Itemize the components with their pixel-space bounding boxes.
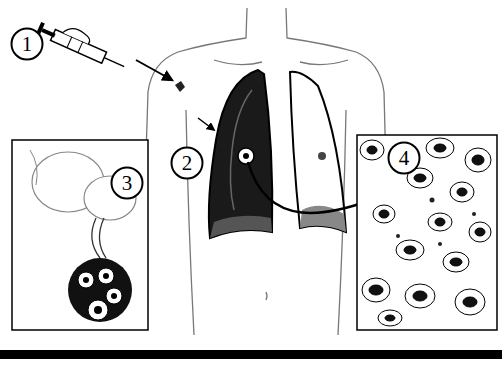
callout-circle: 3 bbox=[110, 166, 144, 200]
tumor bbox=[318, 152, 326, 160]
lung-left bbox=[290, 72, 346, 232]
callout-circle: 1 bbox=[10, 27, 44, 61]
injection-arrow bbox=[136, 60, 172, 80]
lung-right bbox=[209, 70, 272, 238]
callout-circle: 4 bbox=[387, 141, 421, 175]
magnify-arrow bbox=[248, 162, 372, 213]
callout-number: 1 bbox=[22, 34, 33, 55]
tumor bbox=[243, 153, 249, 159]
pointer-arrow bbox=[198, 118, 214, 130]
lung-shading bbox=[210, 216, 272, 238]
torso-outline bbox=[143, 8, 388, 335]
inset-frame bbox=[12, 140, 148, 330]
tumor bbox=[238, 148, 254, 164]
frame-band bbox=[0, 350, 502, 359]
callout-number: 4 bbox=[399, 148, 410, 169]
syringe bbox=[35, 15, 130, 73]
injection-site bbox=[175, 81, 185, 92]
inset-frame bbox=[357, 135, 497, 330]
callout-number: 2 bbox=[182, 153, 193, 174]
cell-detail bbox=[360, 138, 491, 326]
callout-number: 3 bbox=[122, 173, 133, 194]
callout-circle: 2 bbox=[170, 146, 204, 180]
